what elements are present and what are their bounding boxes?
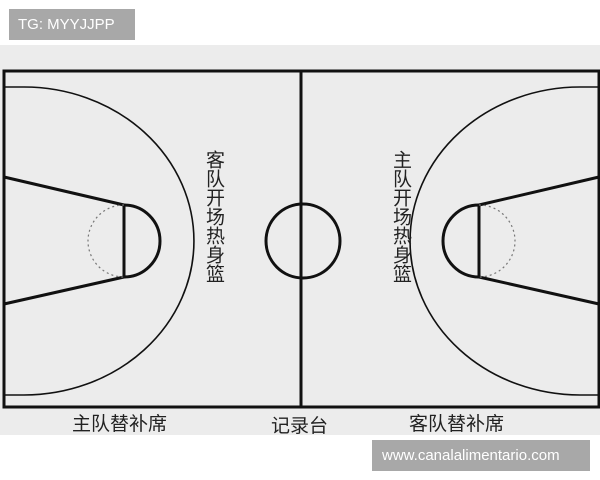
center-circle — [264, 202, 342, 280]
left-free-throw-arc — [123, 203, 162, 279]
left-free-throw-arc-dashed — [87, 204, 125, 278]
right-three-point-line — [409, 86, 599, 396]
left-half-label: 客队开场热身篮 — [203, 150, 225, 283]
left-three-point-line — [4, 86, 195, 396]
right-free-throw-arc-dashed — [478, 204, 516, 278]
right-key — [477, 175, 600, 306]
away-bench-label: 客队替补席 — [409, 413, 505, 435]
watermark-top: TG: MYYJJPP — [9, 9, 135, 40]
scorer-table-label: 记录台 — [271, 415, 329, 437]
right-half-label: 主队开场热身篮 — [390, 150, 412, 283]
right-free-throw-arc — [441, 203, 480, 279]
left-key — [3, 175, 126, 306]
watermark-bottom: www.canalalimentario.com — [372, 440, 590, 471]
home-bench-label: 主队替补席 — [72, 413, 168, 435]
